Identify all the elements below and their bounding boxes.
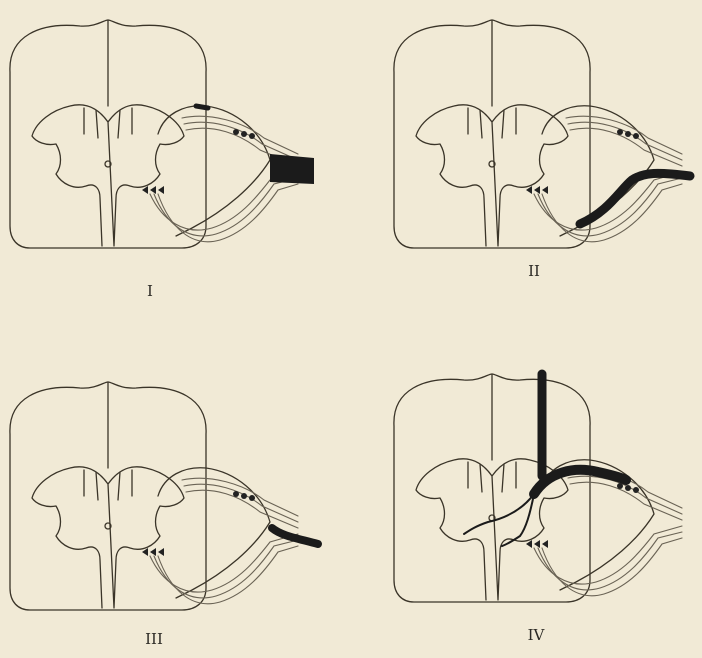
- panel-I: [10, 20, 314, 248]
- nerve-lesion-I: [270, 154, 314, 184]
- panel-III: [10, 382, 318, 610]
- nerve-lesion-III: [272, 528, 318, 544]
- root-mark-I: [196, 106, 208, 108]
- panel-label-III: III: [145, 630, 163, 648]
- panel-IV: [394, 374, 682, 602]
- intramedullary-branches-IV: [464, 494, 534, 546]
- panel-label-I: I: [147, 282, 153, 300]
- panel-label-IV: IV: [528, 626, 546, 644]
- panel-II: [394, 20, 690, 248]
- dorsal-root-lesion-IV: [534, 470, 626, 494]
- ventral-root-lesion-II: [580, 173, 690, 224]
- panel-label-II: II: [528, 262, 540, 280]
